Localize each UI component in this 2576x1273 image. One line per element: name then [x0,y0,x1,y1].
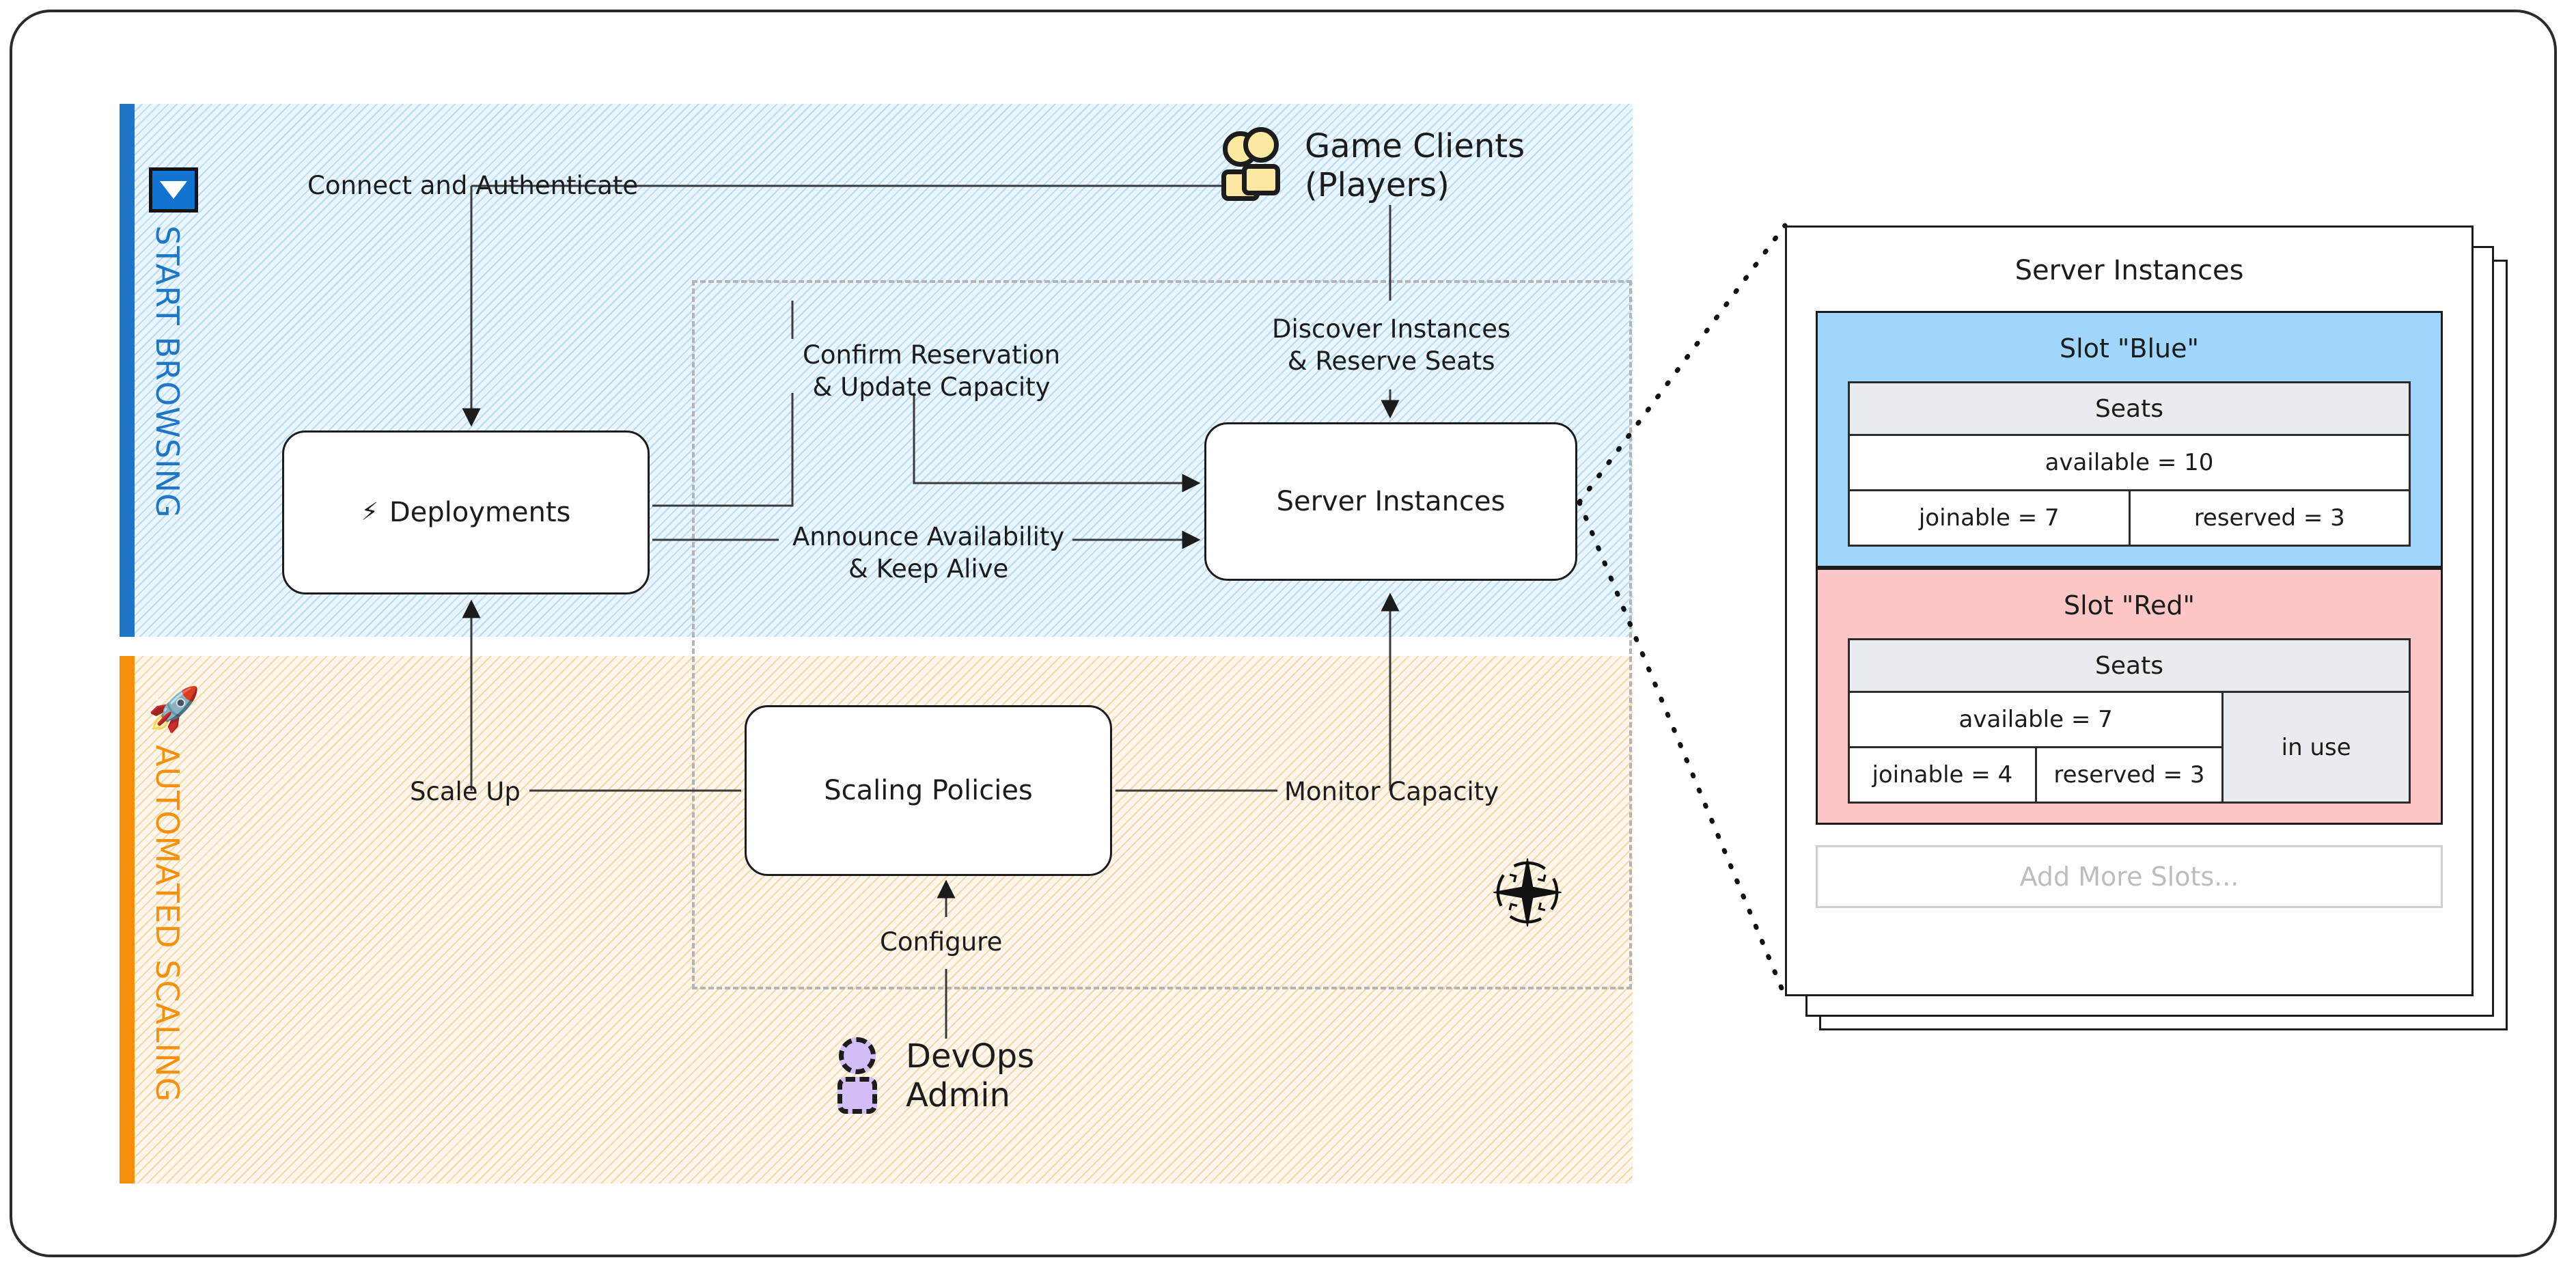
edge-label-configure: Configure [880,927,1003,957]
edge-label-discover-instances: Discover Instances & Reserve Seats [1272,313,1510,378]
swimlane-label-start-browsing: START BROWSING [149,225,186,519]
edge-label-discover-line1: Discover Instances [1272,314,1511,344]
compass-rose-icon [1493,858,1562,927]
add-more-slots-button[interactable]: Add More Slots... [1816,845,2443,908]
swimlane-accent-bar-scaling [120,656,135,1183]
node-scaling-policies[interactable]: Scaling Policies [745,705,1112,876]
edge-label-confirm-line2: & Update Capacity [812,372,1051,402]
people-icon-head-right [1243,127,1279,163]
collapse-triangle-icon[interactable] [149,167,198,213]
actor-devops-admin[interactable]: DevOps Admin [835,1037,1034,1114]
edge-label-confirm-line1: Confirm Reservation [803,340,1061,370]
table-row: joinable = 7 reserved = 3 [1848,489,2411,547]
node-server-instances[interactable]: Server Instances [1204,422,1577,581]
slot-red-seats-table: Seats available = 7 in use joinable = 4 … [1847,638,2411,804]
slot-blue-title: Slot "Blue" [2060,333,2199,364]
rocket-icon: 🚀 [148,684,201,734]
slot-red-in-use: in use [2221,691,2411,804]
triangle-down-glyph [160,181,187,199]
edge-label-monitor-capacity: Monitor Capacity [1284,777,1499,806]
slot-blue-seats-table: Seats available = 10 joinable = 7 reserv… [1848,381,2411,547]
slot-blue-available: available = 10 [1848,434,2411,491]
table-row: joinable = 4 reserved = 3 [1848,746,2410,804]
slot-red-seats-header: Seats [1848,638,2411,693]
person-dashed-icon [835,1037,885,1114]
edge-label-discover-line2: & Reserve Seats [1287,346,1495,377]
swimlane-label-automated-scaling: AUTOMATED SCALING [149,745,186,1103]
node-server-instances-label: Server Instances [1276,486,1506,517]
edge-label-announce-line1: Announce Availability [792,522,1065,551]
people-icon [1221,127,1284,202]
table-row: Seats [1848,381,2411,436]
slot-red-joinable: joinable = 4 [1848,746,2037,804]
node-deployments-label: Deployments [389,497,571,528]
actor-game-clients-line1: Game Clients [1305,127,1525,165]
people-icon-body-right [1242,164,1280,195]
actor-devops-line1: DevOps [906,1037,1035,1076]
person-dashed-head [839,1037,876,1074]
edge-label-connect: Connect and Authenticate [307,171,639,200]
edge-label-scale-up: Scale Up [410,777,521,806]
node-deployments[interactable]: ⚡ Deployments [282,430,650,594]
actor-game-clients-line2: (Players) [1305,165,1450,204]
actor-game-clients[interactable]: Game Clients (Players) [1221,127,1525,204]
slot-red-available: available = 7 [1847,691,2224,748]
slot-blue-reserved: reserved = 3 [2128,489,2411,547]
node-scaling-policies-label: Scaling Policies [824,775,1033,806]
edge-label-announce-availability: Announce Availability & Keep Alive [792,521,1064,586]
edge-label-confirm-reservation: Confirm Reservation & Update Capacity [803,339,1060,404]
edge-label-announce-line2: & Keep Alive [848,554,1009,584]
slot-red[interactable]: Slot "Red" Seats available = 7 in use jo… [1816,568,2443,825]
person-dashed-body [837,1077,877,1114]
detail-panel-title: Server Instances [2014,255,2244,286]
detail-panel-server-instances: Server Instances Slot "Blue" Seats avail… [1785,225,2474,996]
slot-blue-seats-header: Seats [1848,381,2411,436]
table-row: available = 7 in use [1847,691,2411,804]
swimlane-accent-bar-browsing [120,104,135,637]
table-row: Seats [1848,638,2411,693]
actor-devops-line2: Admin [906,1076,1010,1114]
actor-game-clients-labels: Game Clients (Players) [1305,127,1525,204]
table-row: available = 10 [1848,434,2411,491]
slot-red-title: Slot "Red" [2063,590,2196,620]
actor-devops-labels: DevOps Admin [906,1037,1034,1114]
slot-blue[interactable]: Slot "Blue" Seats available = 10 joinabl… [1816,311,2443,568]
slot-red-reserved: reserved = 3 [2034,746,2224,804]
slot-blue-joinable: joinable = 7 [1848,489,2131,547]
lightning-bolt-icon: ⚡ [361,498,378,526]
